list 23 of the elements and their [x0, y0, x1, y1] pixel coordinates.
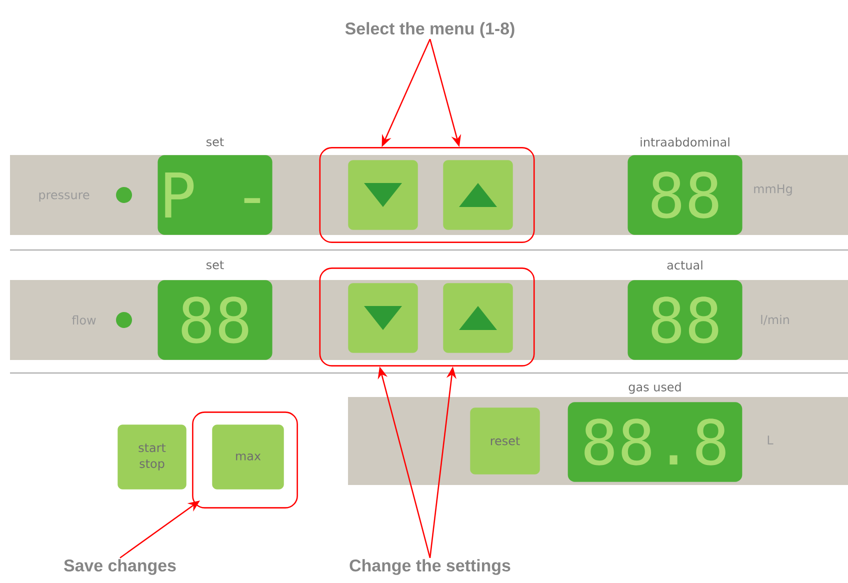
segment-display: 88: [628, 155, 742, 235]
callout-text: Select the menu (1-8): [345, 22, 514, 38]
callout-text: Save changes: [64, 559, 176, 575]
highlight-frame: [319, 268, 535, 366]
display-heading: gas used: [628, 382, 681, 394]
segment-display: 88: [158, 280, 272, 360]
down-button: [348, 283, 418, 353]
segment-display: 88: [628, 280, 742, 360]
display-heading: actual: [667, 260, 702, 270]
callout-text: Change the settings: [350, 559, 510, 575]
display-heading: set: [206, 260, 224, 270]
up-button: [443, 160, 513, 230]
highlight-frame: [319, 147, 535, 243]
up-button: [443, 283, 513, 353]
start-stop-button: start stop: [118, 424, 186, 490]
segment-display: 88.8: [568, 402, 742, 482]
reset-button: reset: [470, 408, 540, 474]
display-heading: set: [206, 138, 224, 146]
highlight-frame: [192, 412, 298, 508]
max-button: max: [212, 424, 284, 490]
down-button: [348, 160, 418, 230]
display-heading: intraabdominal: [640, 137, 730, 147]
segment-display: P -: [158, 155, 272, 235]
